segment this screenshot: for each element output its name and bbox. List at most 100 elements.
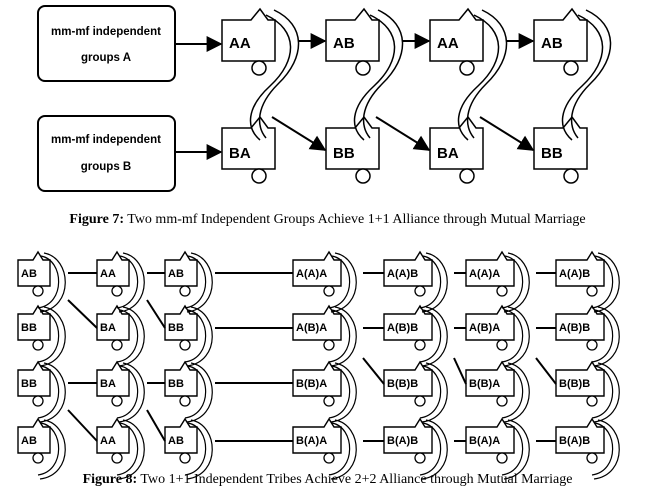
fig8-right-c3-r3-arc-outer bbox=[503, 362, 530, 423]
fig8-left-c3-r1-arc-outer bbox=[186, 252, 213, 313]
fig8-right-c1-r2-arc-inner bbox=[328, 309, 351, 363]
fig8-right-c2-r2-arc-outer bbox=[421, 306, 448, 367]
fig8-right-c3-r1-label: A(A)A bbox=[469, 268, 500, 280]
fig8-left-c1-r2-box bbox=[17, 304, 51, 341]
fig8-right-c1-r1-arc-outer bbox=[330, 252, 357, 313]
fig8-right-c2-r2-circle bbox=[414, 339, 426, 351]
fig7-bottom-label-4: BB bbox=[541, 145, 563, 162]
fig8-left-c2-r4-label: AA bbox=[100, 435, 116, 447]
fig8-left-c2-r1-circle bbox=[111, 285, 123, 297]
fig8-left-c2-r2-arc-inner bbox=[116, 309, 139, 363]
fig8-left-c3-r3-arc-outer bbox=[186, 362, 213, 423]
fig7-top-node-3: AA bbox=[429, 7, 508, 141]
fig8-right-c1-r4-circle bbox=[323, 452, 335, 464]
fig8-right-c2-r4-circle bbox=[414, 452, 426, 464]
fig8-right-c3-r1-arc-inner bbox=[501, 255, 524, 309]
fig8-left-c2-r2-circle bbox=[111, 339, 123, 351]
fig8-right-c1-r3-circle bbox=[323, 395, 335, 407]
fig8-right-c2-r4-label: B(A)B bbox=[387, 435, 418, 447]
fig8-left-link-diag1-1 bbox=[146, 299, 166, 329]
fig8-right-c1-r1-box bbox=[292, 250, 342, 287]
fig8-right-c2-r1-box bbox=[383, 250, 433, 287]
fig8-right-c2-r1-arc-inner bbox=[419, 255, 442, 309]
fig8-right-c3-r1-arc-outer bbox=[503, 252, 530, 313]
fig8-left-c3-r4-circle bbox=[179, 452, 191, 464]
fig8-right-c1-r3-label: B(B)A bbox=[296, 378, 327, 390]
fig8-right-c2-r3-arc-outer bbox=[421, 362, 448, 423]
fig7-top-label-3: AA bbox=[437, 35, 459, 52]
fig8-right-c2-r4-box bbox=[383, 417, 433, 454]
figure-7-caption-label: Figure 7: bbox=[69, 212, 124, 227]
fig8-left-c2-r4-box bbox=[96, 417, 130, 454]
fig8-left-c3-r4-label: AB bbox=[168, 435, 184, 447]
fig8-right-c1-r3-arc-inner bbox=[328, 365, 351, 419]
fig8-right-c2-r1-circle bbox=[414, 285, 426, 297]
fig8-left-c1-r4-arc-inner bbox=[37, 422, 60, 476]
fig8-left-c3-r1-circle bbox=[179, 285, 191, 297]
fig7-top-label-1: AA bbox=[229, 35, 251, 52]
fig8-left-c1-r3-circle bbox=[32, 395, 44, 407]
fig8-left-c3-r1-box bbox=[164, 250, 198, 287]
fig8-right-c3-r3-arc-inner bbox=[501, 365, 524, 419]
fig8-left-c2-r4-circle bbox=[111, 452, 123, 464]
fig8-left-c2-r3-label: BA bbox=[100, 378, 116, 390]
fig8-left-link-diag2-0 bbox=[67, 409, 98, 442]
fig8-right-c1-r3-arc-outer bbox=[330, 362, 357, 423]
fig7-top-label-2: AB bbox=[333, 35, 355, 52]
fig8-right-c1-r1-arc-inner bbox=[328, 255, 351, 309]
fig8-left-c1-r4-arc-outer bbox=[39, 419, 66, 480]
fig8-left-c3-r1-arc-inner bbox=[184, 255, 207, 309]
fig8-right-link-diag-1 bbox=[453, 357, 467, 385]
group-b-label-line1: mm-mf independent bbox=[51, 134, 161, 146]
fig8-left-c2-r1-box bbox=[96, 250, 130, 287]
fig8-left-c2-r3-arc-inner bbox=[116, 365, 139, 419]
fig8-right-c3-r2-circle bbox=[496, 339, 508, 351]
fig8-right-c4-r1-box bbox=[555, 250, 605, 287]
fig8-right-c3-r2-label: A(B)A bbox=[469, 322, 500, 334]
fig7-bottom-label-1: BA bbox=[229, 145, 251, 162]
fig8-right-c4-r3-box bbox=[555, 360, 605, 397]
fig8-right-c4-r4-label: B(A)B bbox=[559, 435, 590, 447]
fig8-right-c4-r2-circle bbox=[586, 339, 598, 351]
fig7-top-node-1: AA bbox=[221, 7, 300, 141]
fig8-left-c1-r4-label: AB bbox=[21, 435, 37, 447]
fig8-left-c1-r1-arc-inner bbox=[37, 255, 60, 309]
fig8-right-c3-r4-circle bbox=[496, 452, 508, 464]
group-a-label-line1: mm-mf independent bbox=[51, 26, 161, 38]
fig8-left-c3-r4-arc-outer bbox=[186, 419, 213, 480]
fig8-left-c3-r3-circle bbox=[179, 395, 191, 407]
fig8-left-c3-r2-arc-outer bbox=[186, 306, 213, 367]
fig8-right-c1-r2-box bbox=[292, 304, 342, 341]
fig8-left-c1-r3-label: BB bbox=[21, 378, 37, 390]
group-a-label-line2: groups A bbox=[81, 52, 131, 64]
fig8-right-c4-r1-label: A(A)B bbox=[559, 268, 590, 280]
fig8-right-c2-r4-arc-inner bbox=[419, 422, 442, 476]
group-b-box: mm-mf independent groups B bbox=[37, 115, 176, 192]
fig8-right-c4-r1-circle bbox=[586, 285, 598, 297]
figure-8-caption-label: Figure 8: bbox=[82, 472, 138, 487]
fig8-right-c3-r1-box bbox=[465, 250, 515, 287]
fig8-right-c1-r2-circle bbox=[323, 339, 335, 351]
figure-7-caption-text: Two mm-mf Independent Groups Achieve 1+1… bbox=[124, 212, 586, 227]
fig8-right-c1-r3-box bbox=[292, 360, 342, 397]
fig7-top-node-4: AB bbox=[533, 7, 612, 141]
fig8-right-c3-r1-circle bbox=[496, 285, 508, 297]
fig8-right-c3-r4-arc-inner bbox=[501, 422, 524, 476]
fig7-bottom-node-4: BB bbox=[533, 115, 588, 184]
fig8-right-c2-r1-arc-outer bbox=[421, 252, 448, 313]
fig8-right-c4-r1-arc-inner bbox=[591, 255, 614, 309]
fig8-left-c1-r4-circle bbox=[32, 452, 44, 464]
fig8-left-c1-r3-arc-inner bbox=[37, 365, 60, 419]
fig8-right-link-diag-0 bbox=[362, 357, 385, 385]
fig8-right-c1-r2-label: A(B)A bbox=[296, 322, 327, 334]
fig8-right-c4-r4-arc-outer bbox=[593, 419, 620, 480]
fig8-right-c4-r1-arc-outer bbox=[593, 252, 620, 313]
fig8-left-c1-r2-circle bbox=[32, 339, 44, 351]
fig8-left-c1-r1-box bbox=[17, 250, 51, 287]
fig7-top-node-2: AB bbox=[325, 7, 404, 141]
fig8-left-c1-r3-box bbox=[17, 360, 51, 397]
fig8-right-c4-r4-circle bbox=[586, 452, 598, 464]
fig8-right-c1-r1-label: A(A)A bbox=[296, 268, 327, 280]
fig8-right-c4-r4-box bbox=[555, 417, 605, 454]
